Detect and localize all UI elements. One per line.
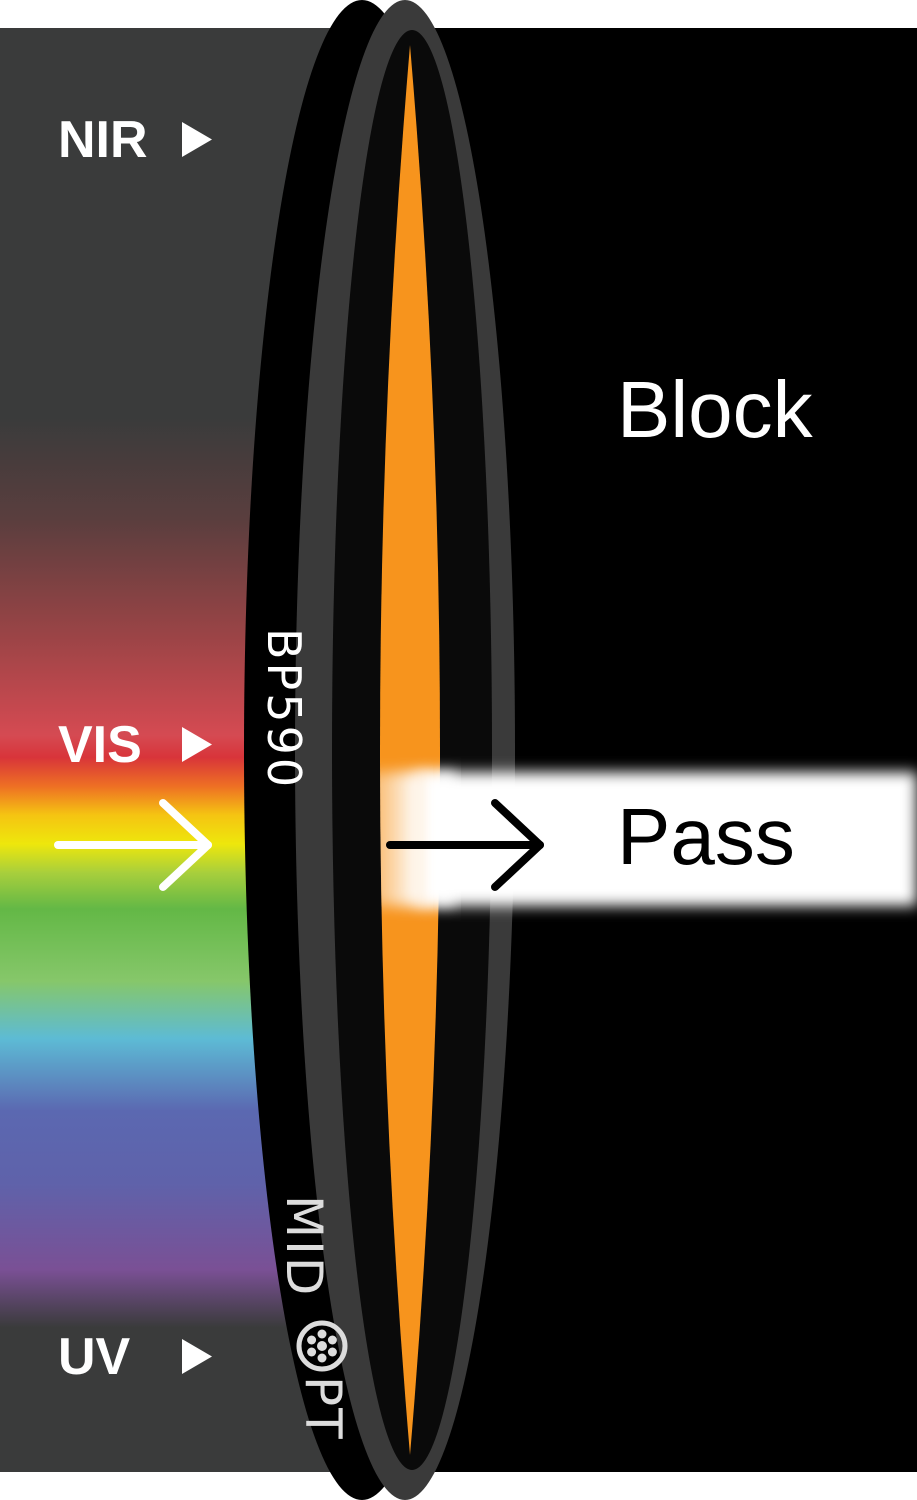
triangle-right-icon — [182, 1339, 212, 1374]
triangle-right-icon — [182, 122, 212, 157]
lens-o-icon — [296, 1320, 348, 1372]
vis-label: VIS — [58, 716, 142, 774]
filter-code-label: BP590 — [257, 628, 311, 790]
nir-label: NIR — [58, 111, 148, 169]
arrow-right-icon — [54, 799, 212, 891]
brand-text-right: PT — [294, 1376, 352, 1441]
triangle-right-icon — [182, 727, 212, 762]
block-label: Block — [617, 365, 814, 454]
pass-label: Pass — [617, 792, 795, 881]
filter-glass — [380, 45, 440, 1455]
arrow-right-icon — [386, 799, 544, 891]
uv-label: UV — [58, 1328, 131, 1386]
pass-band-fade — [395, 772, 455, 906]
brand-text-left: MID — [275, 1195, 333, 1297]
